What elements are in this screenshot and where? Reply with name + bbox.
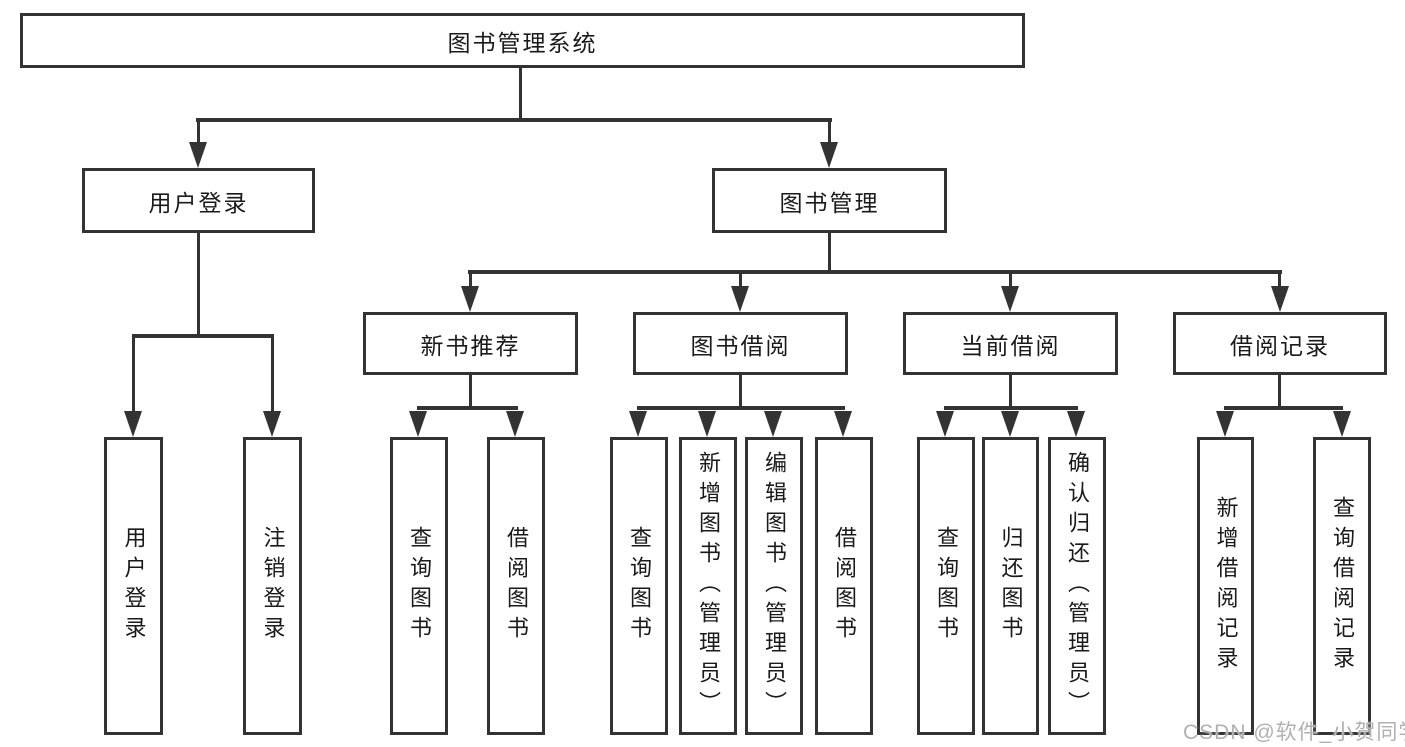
leaf-add-borrow-record: 新增借阅记录 bbox=[1197, 437, 1254, 735]
arrowhead-icon bbox=[1001, 411, 1019, 437]
leaf-borrow-books: 借阅图书 bbox=[815, 437, 873, 735]
node-current-borrow: 当前借阅 bbox=[903, 312, 1118, 375]
edge-current-stem bbox=[1009, 375, 1012, 407]
arrowhead-icon bbox=[629, 411, 647, 437]
arrowhead-icon bbox=[1216, 411, 1234, 437]
edge-record-stem bbox=[1278, 375, 1281, 407]
edge-recommend-stem bbox=[469, 375, 472, 407]
edge-stub-level3 bbox=[469, 274, 472, 288]
arrowhead-icon bbox=[731, 286, 749, 312]
arrowhead-icon bbox=[506, 411, 524, 437]
edge-user-login-split bbox=[132, 334, 274, 338]
arrowhead-icon bbox=[189, 142, 207, 168]
arrowhead-icon bbox=[1271, 286, 1289, 312]
edge-root-split bbox=[196, 118, 832, 122]
leaf-confirm-return-admin: 确认归还（管理员） bbox=[1048, 437, 1106, 735]
edge-level3-split bbox=[468, 270, 1282, 274]
leaf-borrow-books-recommend: 借阅图书 bbox=[487, 437, 545, 735]
arrowhead-icon bbox=[461, 286, 479, 312]
edge-stub-level3 bbox=[739, 274, 742, 288]
edge-borrow-stem bbox=[739, 375, 742, 407]
edge-stub-leaf bbox=[271, 336, 274, 412]
arrowhead-icon bbox=[834, 411, 852, 437]
csdn-watermark: CSDN @软件_小贺同学 bbox=[1183, 721, 1405, 744]
edge-user-login-stem bbox=[197, 233, 200, 336]
node-book-management: 图书管理 bbox=[712, 168, 947, 233]
arrowhead-icon bbox=[764, 411, 782, 437]
edge-record-split bbox=[1224, 406, 1343, 410]
edge-stub-level3 bbox=[1009, 274, 1012, 288]
node-user-login: 用户登录 bbox=[82, 168, 315, 233]
leaf-add-book-admin: 新增图书（管理员） bbox=[679, 437, 737, 735]
arrowhead-icon bbox=[936, 411, 954, 437]
leaf-user-login: 用户登录 bbox=[104, 437, 163, 735]
arrowhead-icon bbox=[698, 411, 716, 437]
edge-recommend-split bbox=[417, 406, 518, 410]
edge-book-management-stem bbox=[828, 233, 831, 274]
edge-borrow-split bbox=[637, 406, 845, 410]
arrowhead-icon bbox=[1333, 411, 1351, 437]
arrowhead-icon bbox=[820, 142, 838, 168]
edge-stub-book-management bbox=[828, 120, 831, 144]
arrowhead-icon bbox=[124, 411, 142, 437]
edge-stub-leaf bbox=[132, 336, 135, 412]
node-root: 图书管理系统 bbox=[20, 13, 1025, 68]
edge-stub-user-login bbox=[197, 120, 200, 144]
leaf-return-book: 归还图书 bbox=[982, 437, 1039, 735]
node-book-borrow: 图书借阅 bbox=[633, 312, 848, 375]
arrowhead-icon bbox=[1001, 286, 1019, 312]
leaf-query-books-current: 查询图书 bbox=[917, 437, 975, 735]
node-new-book-recommend: 新书推荐 bbox=[363, 312, 578, 375]
leaf-query-borrow-record: 查询借阅记录 bbox=[1313, 437, 1371, 735]
edge-current-split bbox=[944, 406, 1078, 410]
edge-stub-level3 bbox=[1278, 274, 1281, 288]
leaf-query-books-borrow: 查询图书 bbox=[610, 437, 668, 735]
node-borrow-record: 借阅记录 bbox=[1173, 312, 1387, 375]
arrowhead-icon bbox=[1067, 411, 1085, 437]
leaf-logout: 注销登录 bbox=[243, 437, 302, 735]
edge-root-stem bbox=[519, 68, 522, 120]
arrowhead-icon bbox=[409, 411, 427, 437]
leaf-edit-book-admin: 编辑图书（管理员） bbox=[745, 437, 803, 735]
arrowhead-icon bbox=[263, 411, 281, 437]
leaf-query-books-recommend: 查询图书 bbox=[390, 437, 448, 735]
